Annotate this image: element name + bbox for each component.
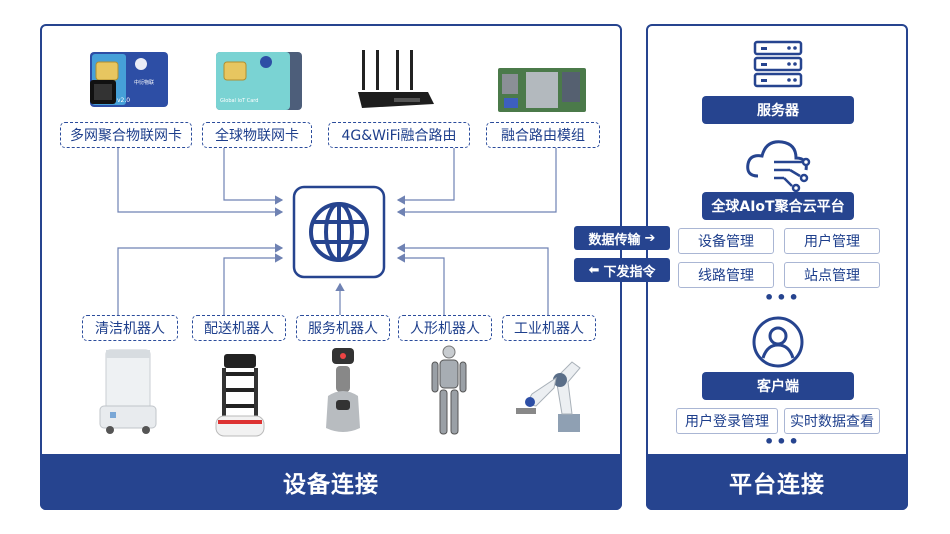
data-transmission-label: 数据传输 [588, 232, 641, 248]
server-label: 服务器 [702, 96, 854, 124]
service-robot-label: 服务机器人 [296, 315, 390, 341]
device-management-box: 设备管理 [678, 228, 774, 254]
multi-network-sim-card-image: 中衍物联 v2.0 [90, 52, 168, 107]
device-connection-banner: 设备连接 [40, 454, 622, 510]
delivery-robot-label: 配送机器人 [192, 315, 286, 341]
issue-command-tag: ⬅ 下发指令 [574, 258, 670, 282]
global-card-text: Global IoT Card [220, 98, 258, 104]
data-transmission-tag: 数据传输 ➔ [574, 226, 670, 250]
more-dots: ••• [764, 288, 801, 307]
user-login-management-box: 用户登录管理 [676, 408, 778, 434]
cleaning-robot-image [99, 349, 157, 434]
4g-wifi-router-label: 4G&WiFi融合路由 [328, 122, 470, 148]
more-dots-bottom: ••• [764, 432, 801, 451]
user-management-box: 用户管理 [784, 228, 880, 254]
globe-icon [292, 185, 386, 279]
global-iot-card-image: Global IoT Card [216, 52, 302, 110]
4g-wifi-router-image [358, 50, 434, 108]
cloud-network-icon [746, 140, 811, 193]
line-management-box: 线路管理 [678, 262, 774, 288]
client-label: 客户端 [702, 372, 854, 400]
arrow-right-icon: ➔ [644, 230, 656, 246]
fusion-router-module-label: 融合路由模组 [486, 122, 600, 148]
cleaning-robot-label: 清洁机器人 [82, 315, 178, 341]
arrow-left-icon: ⬅ [588, 262, 600, 278]
service-robot-image [326, 348, 360, 432]
server-icon [753, 40, 803, 88]
sim-card-brand-text: 中衍物联 [134, 79, 154, 86]
humanoid-robot-label: 人形机器人 [398, 315, 492, 341]
sim-card-version-text: v2.0 [117, 97, 130, 104]
industrial-robot-label: 工业机器人 [502, 315, 596, 341]
platform-connection-banner: 平台连接 [646, 454, 908, 510]
delivery-robot-image [215, 354, 265, 437]
cloud-platform-label: 全球AIoT聚合云平台 [702, 192, 854, 220]
realtime-data-view-box: 实时数据查看 [784, 408, 880, 434]
user-icon [752, 316, 804, 368]
issue-command-label: 下发指令 [603, 264, 656, 280]
humanoid-robot-image [431, 345, 467, 435]
multi-network-iot-card-label: 多网聚合物联网卡 [60, 122, 192, 148]
site-management-box: 站点管理 [784, 262, 880, 288]
global-iot-card-label: 全球物联网卡 [202, 122, 312, 148]
fusion-router-module-image [498, 68, 586, 112]
industrial-robot-image [516, 361, 581, 432]
